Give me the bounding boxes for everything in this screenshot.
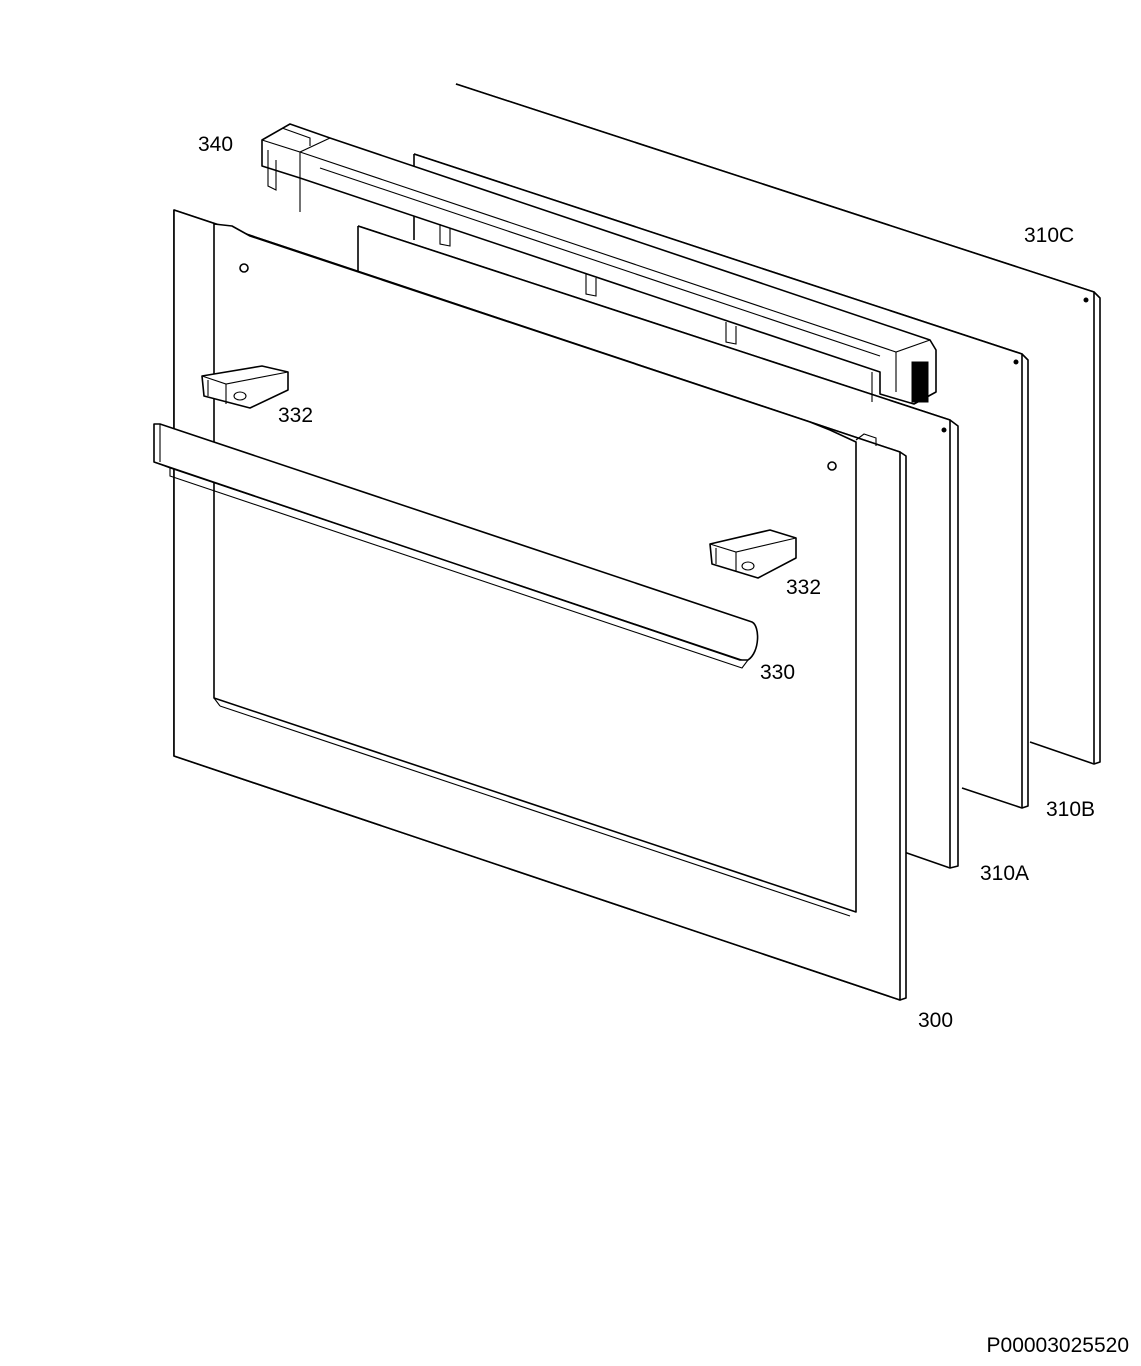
handle-bracket-332-left: [201, 365, 289, 409]
callout-310c: 310C: [1024, 224, 1075, 247]
callout-330: 330: [760, 661, 796, 684]
callout-340: 340: [198, 133, 234, 156]
handle-bracket-332-right: [709, 529, 797, 579]
callout-332-left: 332: [278, 404, 314, 427]
callout-332-right: 332: [786, 576, 822, 599]
callout-310b: 310B: [1046, 798, 1096, 821]
document-id: P00003025520: [986, 1334, 1129, 1357]
callout-300: 300: [918, 1009, 954, 1032]
callout-310a: 310A: [980, 862, 1030, 885]
top-trim-profile-340: [261, 123, 937, 405]
door-handle-330: [153, 423, 759, 669]
